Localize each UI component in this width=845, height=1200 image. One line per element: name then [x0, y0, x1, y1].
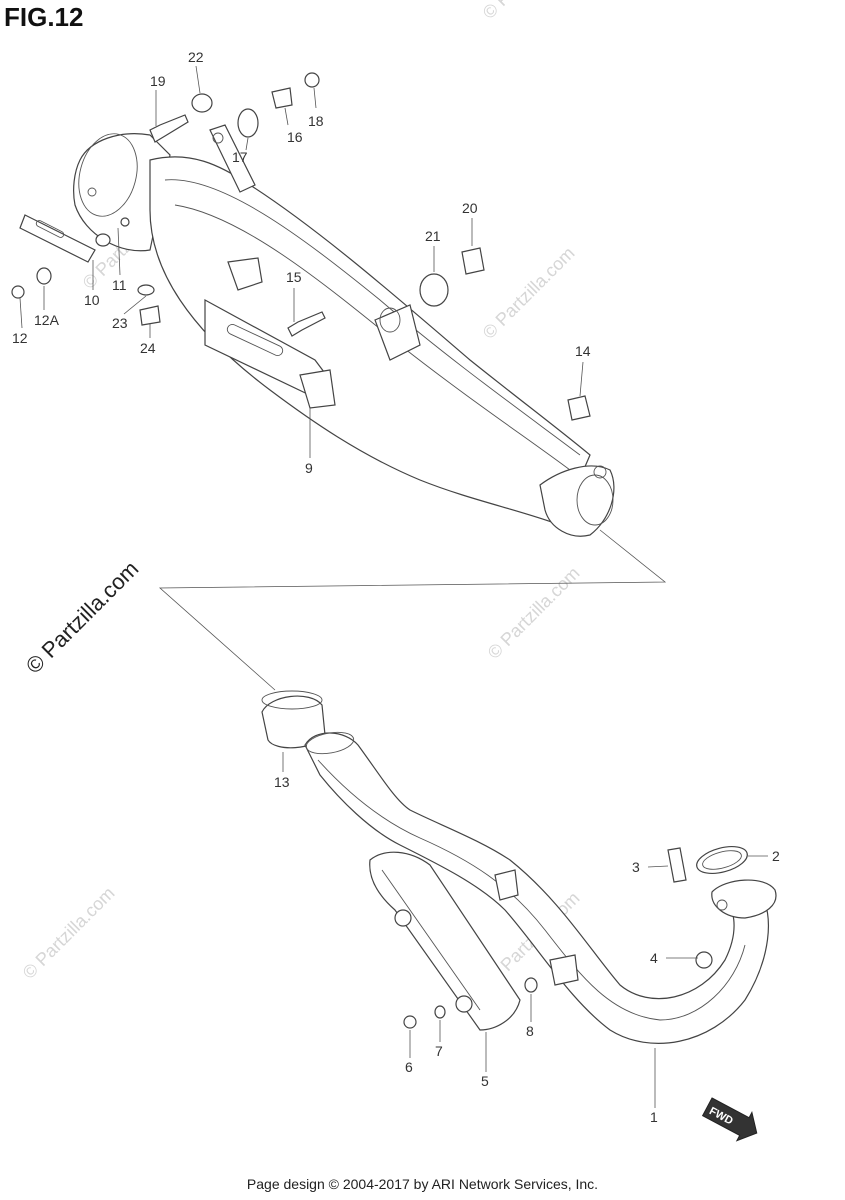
callout-14[interactable]: 14 — [575, 343, 591, 359]
callout-6[interactable]: 6 — [405, 1059, 413, 1075]
page-footer: Page design © 2004-2017 by ARI Network S… — [246, 1176, 599, 1192]
callout-18[interactable]: 18 — [308, 113, 324, 129]
callout-2[interactable]: 2 — [772, 848, 780, 864]
watermark-main: © Partzilla.com — [21, 556, 144, 679]
forward-direction-badge: FWD — [701, 1097, 758, 1142]
watermark-text: © Partzilla.com — [484, 563, 584, 663]
callout-9[interactable]: 9 — [305, 460, 313, 476]
callout-5[interactable]: 5 — [481, 1073, 489, 1089]
callout-15[interactable]: 15 — [286, 269, 302, 285]
callout-20[interactable]: 20 — [462, 200, 478, 216]
heat-shield-part-5 — [369, 851, 521, 1031]
callout-17[interactable]: 17 — [232, 149, 248, 165]
callout-12a[interactable]: 12A — [34, 312, 60, 328]
callout-24[interactable]: 24 — [140, 340, 156, 356]
callout-12[interactable]: 12 — [12, 330, 28, 346]
callout-labels: 19 22 16 18 17 20 21 10 11 12A 12 23 24 … — [12, 49, 780, 1125]
callout-11[interactable]: 11 — [112, 277, 127, 293]
callout-16[interactable]: 16 — [287, 129, 303, 145]
assembly-guide-line — [158, 529, 667, 691]
callout-21[interactable]: 21 — [425, 228, 441, 244]
pipe-hardware — [403, 845, 748, 1029]
callout-23[interactable]: 23 — [112, 315, 128, 331]
callout-10[interactable]: 10 — [84, 292, 100, 308]
callout-4[interactable]: 4 — [650, 950, 658, 966]
watermark-text: © Partzilla.com — [19, 883, 119, 983]
callout-19[interactable]: 19 — [150, 73, 166, 89]
watermark-text: © Partzilla.com — [479, 243, 579, 343]
callout-8[interactable]: 8 — [526, 1023, 534, 1039]
leader-lines — [19, 65, 768, 1108]
callout-7[interactable]: 7 — [435, 1043, 443, 1059]
forward-arrow-icon — [701, 1097, 758, 1142]
callout-1[interactable]: 1 — [650, 1109, 658, 1125]
figure-title: FIG.12 — [4, 2, 84, 32]
exhaust-pipe-part-1 — [304, 731, 777, 1044]
callout-3[interactable]: 3 — [632, 859, 640, 875]
muffler-hardware — [11, 72, 591, 421]
callout-13[interactable]: 13 — [274, 774, 290, 790]
muffler-assembly — [73, 124, 615, 537]
callout-22[interactable]: 22 — [188, 49, 204, 65]
watermark-text: © Partzilla.com — [479, 0, 579, 23]
